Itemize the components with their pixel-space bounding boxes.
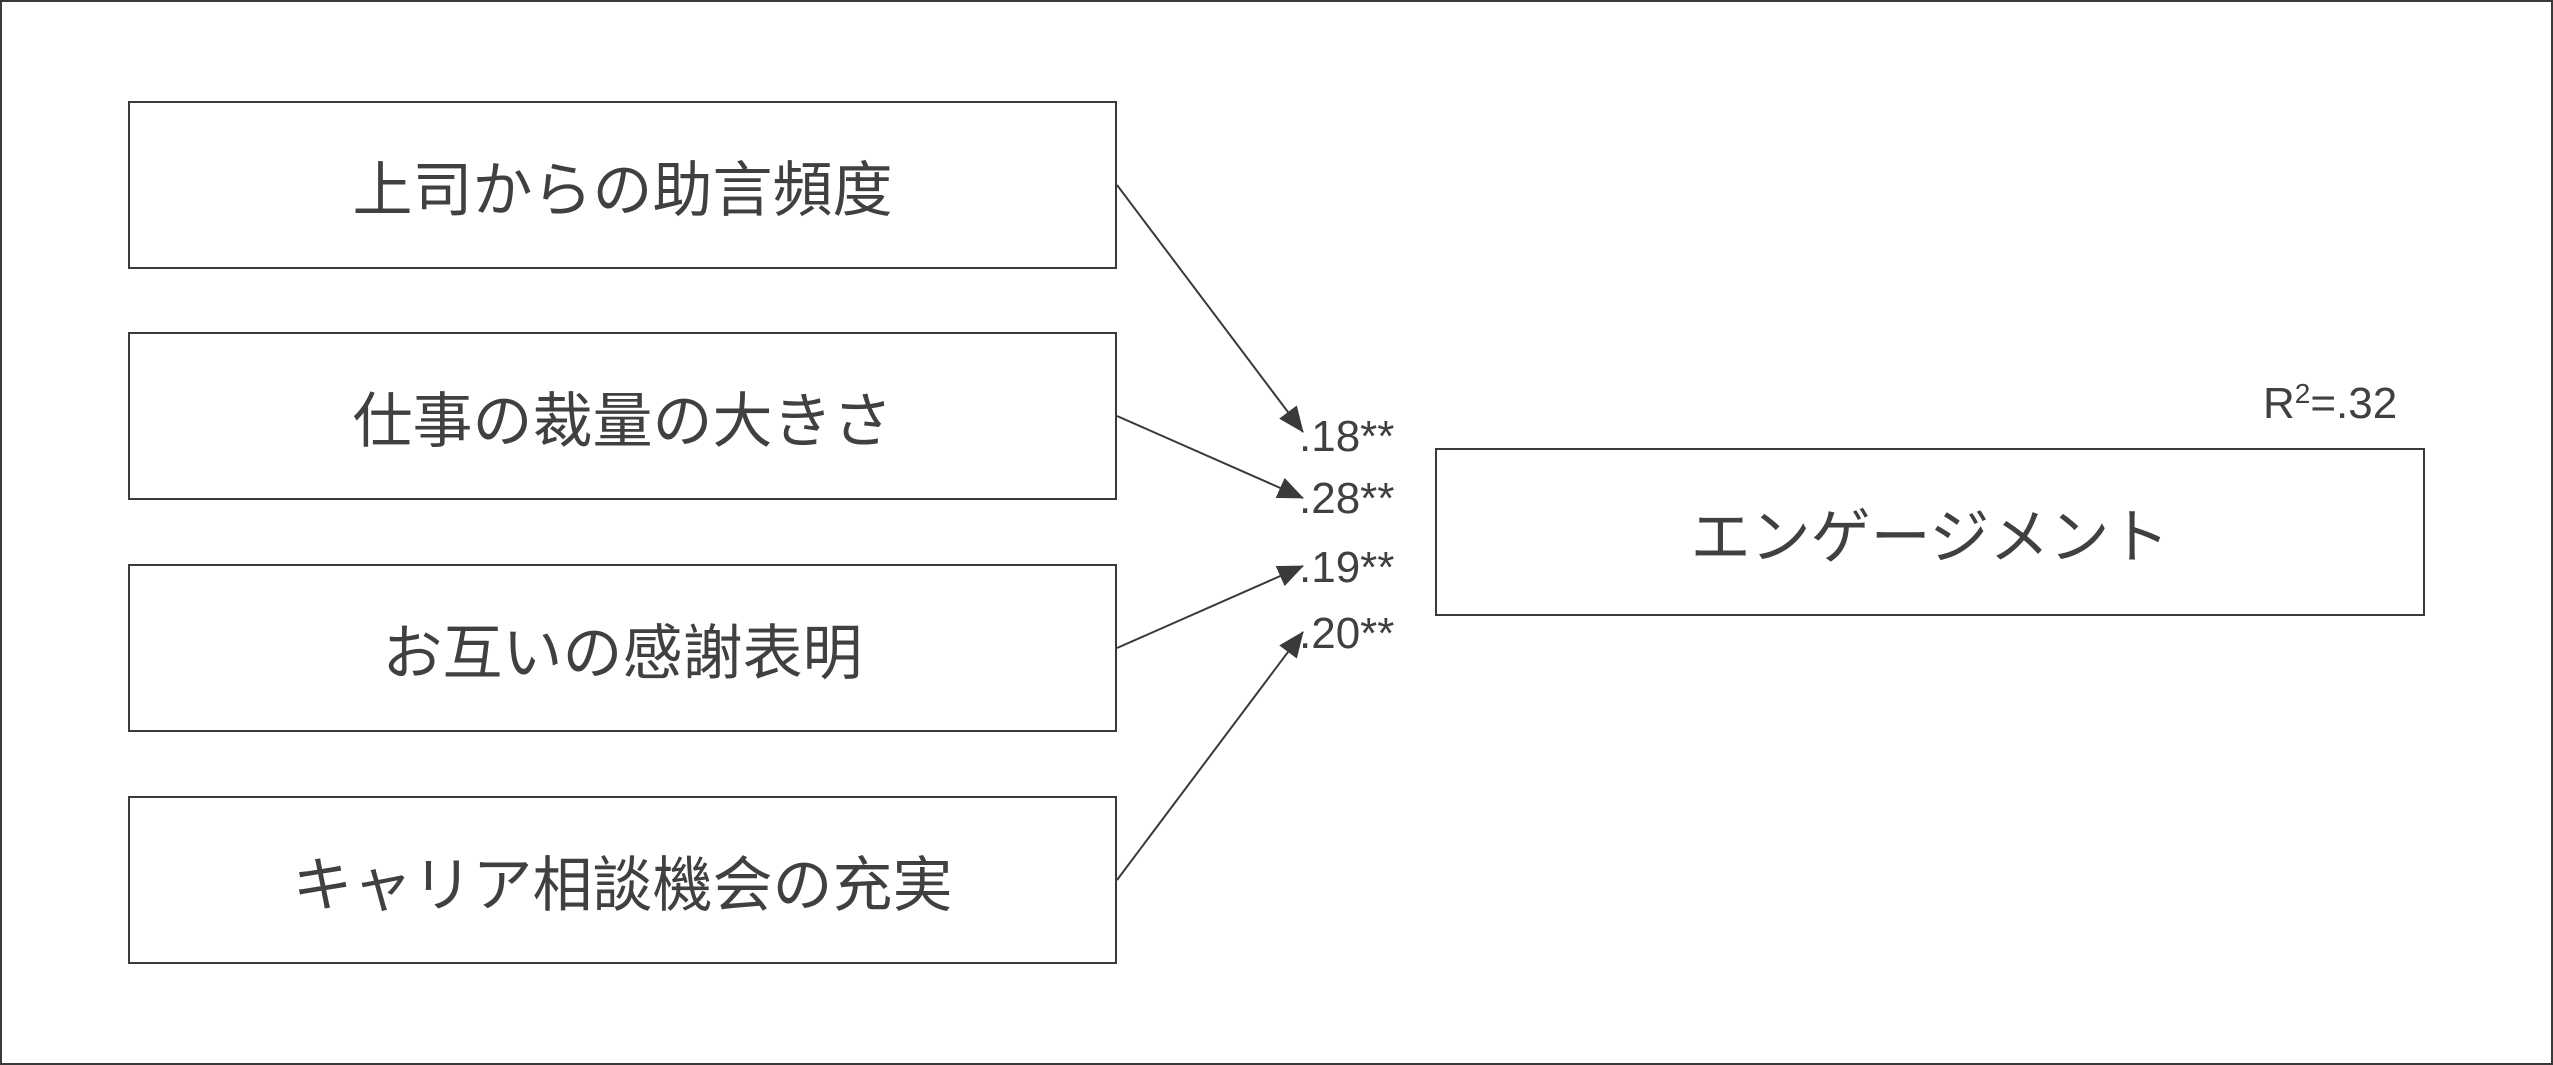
r-squared-superscript: 2	[2294, 378, 2311, 409]
predictor-label: 仕事の裁量の大きさ	[352, 386, 893, 457]
path-arrow-1	[1116, 184, 1304, 433]
predictor-box-career-consultation: キャリア相談機会の充実	[128, 796, 1117, 964]
predictor-box-advice-frequency: 上司からの助言頻度	[128, 101, 1117, 269]
predictor-label: キャリア相談機会の充実	[292, 850, 953, 921]
r-squared-label: R2=.32	[2263, 379, 2398, 428]
path-arrow-2	[1116, 415, 1304, 499]
outcome-box-engagement: エンゲージメント	[1435, 448, 2425, 616]
predictor-label: お互いの感謝表明	[382, 618, 863, 689]
coefficient-label: .18**	[1299, 412, 1395, 461]
r-squared-prefix: R	[2263, 379, 2295, 428]
predictor-label: 上司からの助言頻度	[352, 155, 893, 226]
coefficient-label: .19**	[1299, 543, 1395, 592]
path-arrow-4	[1116, 631, 1304, 881]
coefficient-label: .28**	[1299, 474, 1395, 523]
coefficient-label: .20**	[1299, 609, 1395, 658]
outcome-label: エンゲージメント	[1690, 502, 2170, 573]
predictor-box-job-discretion: 仕事の裁量の大きさ	[128, 332, 1117, 500]
predictor-box-mutual-gratitude: お互いの感謝表明	[128, 564, 1117, 732]
r-squared-value: =.32	[2310, 379, 2398, 428]
path-arrow-3	[1116, 565, 1304, 649]
